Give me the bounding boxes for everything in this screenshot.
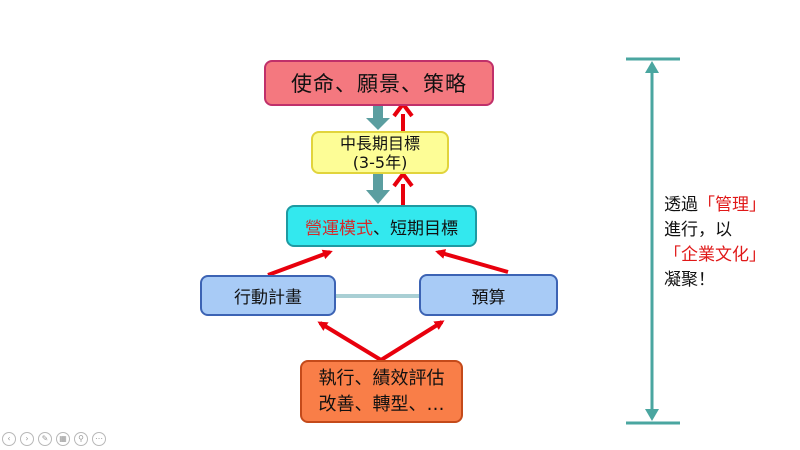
- side-caption: 透過「管理」 進行，以 「企業文化」 凝聚！: [664, 193, 794, 293]
- side-caption-line2: 進行，以: [664, 220, 732, 240]
- side-caption-line1: 透過「管理」: [664, 193, 794, 218]
- red-arrow-budget-to-bizmodel: [435, 249, 509, 274]
- slideshow-toolbar: ‹ › ✎ ▦ ⚲ ⋯: [2, 432, 106, 446]
- mission-label: 使命、願景、策略: [291, 72, 467, 96]
- side-caption-line4: 凝聚！: [664, 270, 715, 290]
- slides-icon[interactable]: ▦: [56, 432, 70, 446]
- budget-label: 預算: [471, 287, 506, 308]
- side-caption-culture: 「企業文化」: [664, 245, 766, 265]
- bizmodel-label: 營運模式、短期目標: [305, 214, 458, 239]
- midterm-label-line2: (3-5年): [352, 152, 408, 172]
- side-caption-line1-text: 透過: [664, 195, 698, 215]
- red-arrow-plan-to-bizmodel: [267, 249, 333, 277]
- mission-vision-strategy-box: 使命、願景、策略: [264, 60, 494, 106]
- midterm-label-line1: 中長期目標: [339, 133, 420, 153]
- execute-label-line1: 執行、績效評估: [318, 367, 445, 389]
- side-caption-management: 「管理」: [698, 195, 766, 215]
- teal-down-arrow-1: [366, 106, 390, 130]
- business-model-box: 營運模式、短期目標: [286, 205, 477, 247]
- bizmodel-label-rest: 、短期目標: [373, 218, 458, 239]
- red-up-arrow-1: [392, 100, 414, 131]
- execute-label-line2: 改善、轉型、…: [318, 393, 445, 415]
- back-icon[interactable]: ‹: [2, 432, 16, 446]
- forward-icon[interactable]: ›: [20, 432, 34, 446]
- execution-box: 執行、績效評估 改善、轉型、…: [300, 360, 463, 423]
- budget-box: 預算: [419, 274, 558, 316]
- red-arrow-execute-to-plan: [317, 321, 383, 362]
- midterm-goals-box: 中長期目標 (3-5年): [311, 131, 449, 174]
- teal-down-arrow-2: [366, 174, 390, 204]
- action-plan-box: 行動計畫: [200, 275, 336, 316]
- bizmodel-label-highlight: 營運模式: [305, 218, 373, 239]
- pen-icon[interactable]: ✎: [38, 432, 52, 446]
- red-arrow-execute-to-budget: [379, 320, 445, 362]
- zoom-icon[interactable]: ⚲: [74, 432, 88, 446]
- plan-label: 行動計畫: [234, 288, 302, 308]
- red-up-arrow-2: [392, 170, 414, 205]
- more-icon[interactable]: ⋯: [92, 432, 106, 446]
- vertical-span-bracket: [626, 57, 680, 425]
